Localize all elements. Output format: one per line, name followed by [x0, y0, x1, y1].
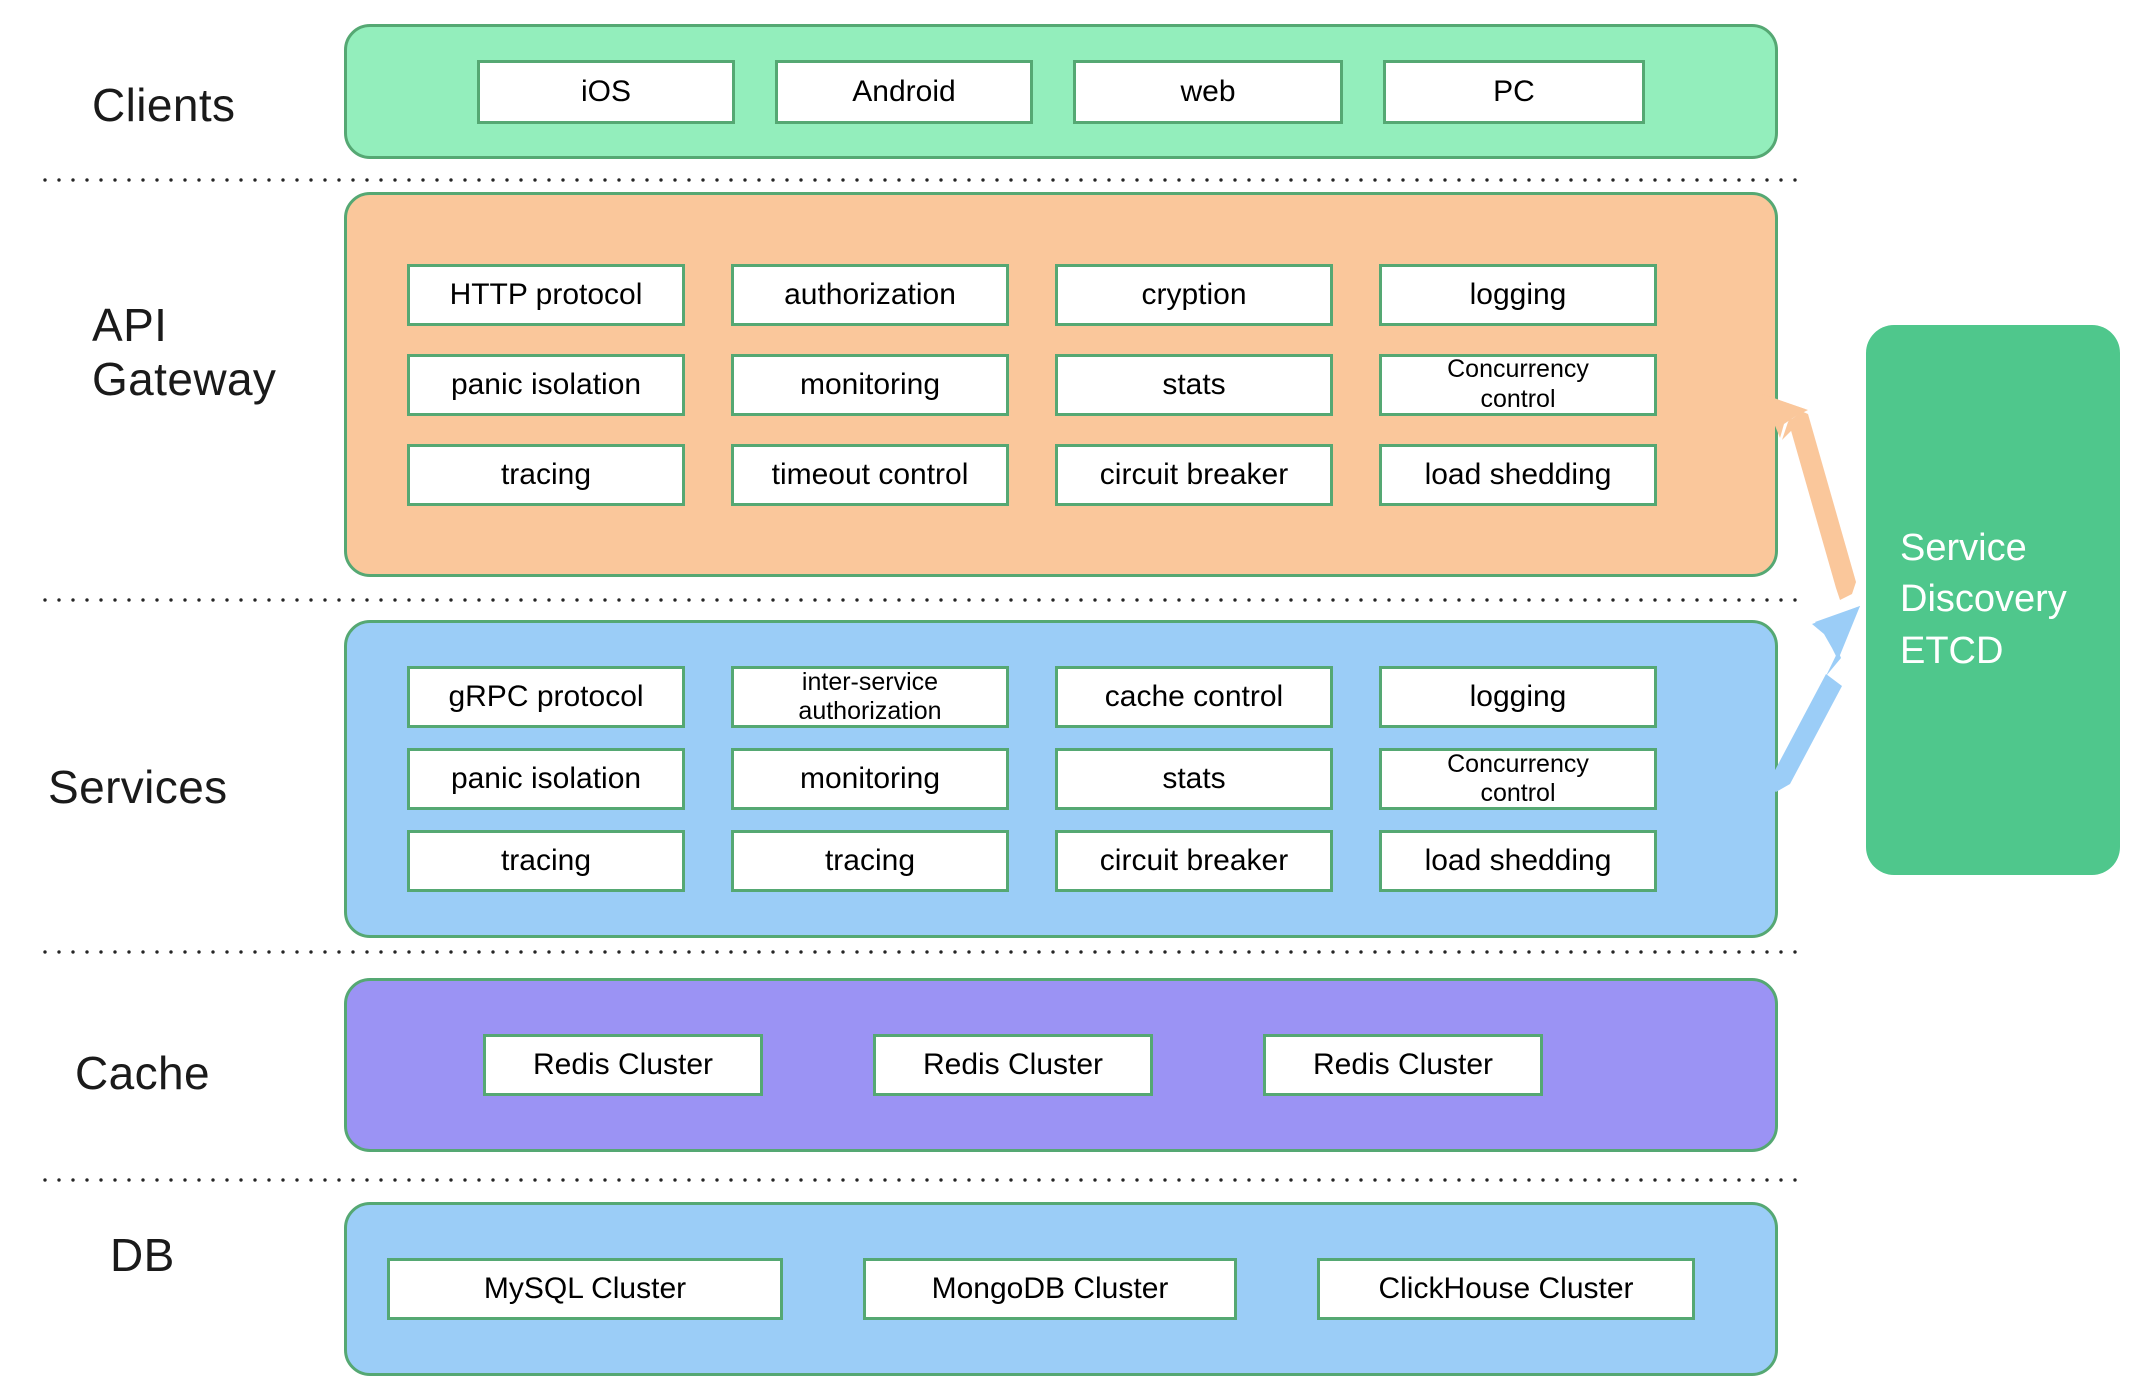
node-stats[interactable]: stats [1055, 353, 1333, 416]
separator-cache-db [38, 1178, 1803, 1182]
node-logging-services[interactable]: logging [1379, 666, 1657, 728]
layer-row: HTTP protocol authorization cryption log… [407, 263, 1715, 326]
layer-panel-services: gRPC protocol inter-service authorizatio… [344, 620, 1778, 938]
layer-row: panic isolation monitoring stats Concurr… [407, 353, 1715, 416]
node-timeout-control[interactable]: timeout control [731, 443, 1009, 506]
row-label-db: DB [110, 1229, 175, 1281]
layer-row: panic isolation monitoring stats Concurr… [407, 748, 1715, 810]
node-authorization[interactable]: authorization [731, 263, 1009, 326]
node-tracing-services-1[interactable]: tracing [407, 830, 685, 892]
layer-row: Redis Cluster Redis Cluster Redis Cluste… [347, 1034, 1775, 1096]
node-cache-control[interactable]: cache control [1055, 666, 1333, 728]
node-web[interactable]: web [1073, 59, 1343, 124]
row-label-services: Services [48, 761, 228, 813]
node-redis-cluster-2[interactable]: Redis Cluster [873, 1034, 1153, 1096]
separator-clients-gateway [38, 178, 1803, 182]
node-monitoring[interactable]: monitoring [731, 353, 1009, 416]
layer-panel-api-gateway: HTTP protocol authorization cryption log… [344, 192, 1778, 577]
node-panic-isolation[interactable]: panic isolation [407, 353, 685, 416]
node-panic-isolation-services[interactable]: panic isolation [407, 748, 685, 810]
node-mysql-cluster[interactable]: MySQL Cluster [387, 1258, 783, 1320]
node-redis-cluster-3[interactable]: Redis Cluster [1263, 1034, 1543, 1096]
node-tracing[interactable]: tracing [407, 443, 685, 506]
node-android[interactable]: Android [775, 59, 1033, 124]
service-discovery-etcd-panel[interactable]: Service Discovery ETCD [1866, 325, 2120, 875]
layer-panel-cache: Redis Cluster Redis Cluster Redis Cluste… [344, 978, 1778, 1152]
layer-panel-clients: iOS Android web PC [344, 24, 1778, 159]
row-label-cache: Cache [75, 1047, 210, 1099]
node-http-protocol[interactable]: HTTP protocol [407, 263, 685, 326]
node-tracing-services-2[interactable]: tracing [731, 830, 1009, 892]
node-stats-services[interactable]: stats [1055, 748, 1333, 810]
node-cryption[interactable]: cryption [1055, 263, 1333, 326]
node-ios[interactable]: iOS [477, 59, 735, 124]
node-concurrency-control-services[interactable]: Concurrency control [1379, 748, 1657, 810]
node-clickhouse-cluster[interactable]: ClickHouse Cluster [1317, 1258, 1695, 1320]
layer-row: gRPC protocol inter-service authorizatio… [407, 666, 1715, 728]
node-mongodb-cluster[interactable]: MongoDB Cluster [863, 1258, 1237, 1320]
node-logging[interactable]: logging [1379, 263, 1657, 326]
row-label-api-gateway: API Gateway [92, 299, 277, 406]
node-grpc-protocol[interactable]: gRPC protocol [407, 666, 685, 728]
node-concurrency-control[interactable]: Concurrency control [1379, 353, 1657, 416]
separator-services-cache [38, 950, 1803, 954]
layer-row: tracing tracing circuit breaker load she… [407, 830, 1715, 892]
node-redis-cluster-1[interactable]: Redis Cluster [483, 1034, 763, 1096]
layer-row: MySQL Cluster MongoDB Cluster ClickHouse… [347, 1258, 1775, 1320]
node-load-shedding-services[interactable]: load shedding [1379, 830, 1657, 892]
layer-panel-db: MySQL Cluster MongoDB Cluster ClickHouse… [344, 1202, 1778, 1376]
row-label-clients: Clients [92, 79, 236, 131]
node-circuit-breaker[interactable]: circuit breaker [1055, 443, 1333, 506]
node-inter-service-authorization[interactable]: inter-service authorization [731, 666, 1009, 728]
node-monitoring-services[interactable]: monitoring [731, 748, 1009, 810]
node-pc[interactable]: PC [1383, 59, 1645, 124]
node-load-shedding[interactable]: load shedding [1379, 443, 1657, 506]
node-circuit-breaker-services[interactable]: circuit breaker [1055, 830, 1333, 892]
layer-row: iOS Android web PC [347, 59, 1775, 124]
layer-row: tracing timeout control circuit breaker … [407, 443, 1715, 506]
separator-gateway-services [38, 598, 1803, 602]
